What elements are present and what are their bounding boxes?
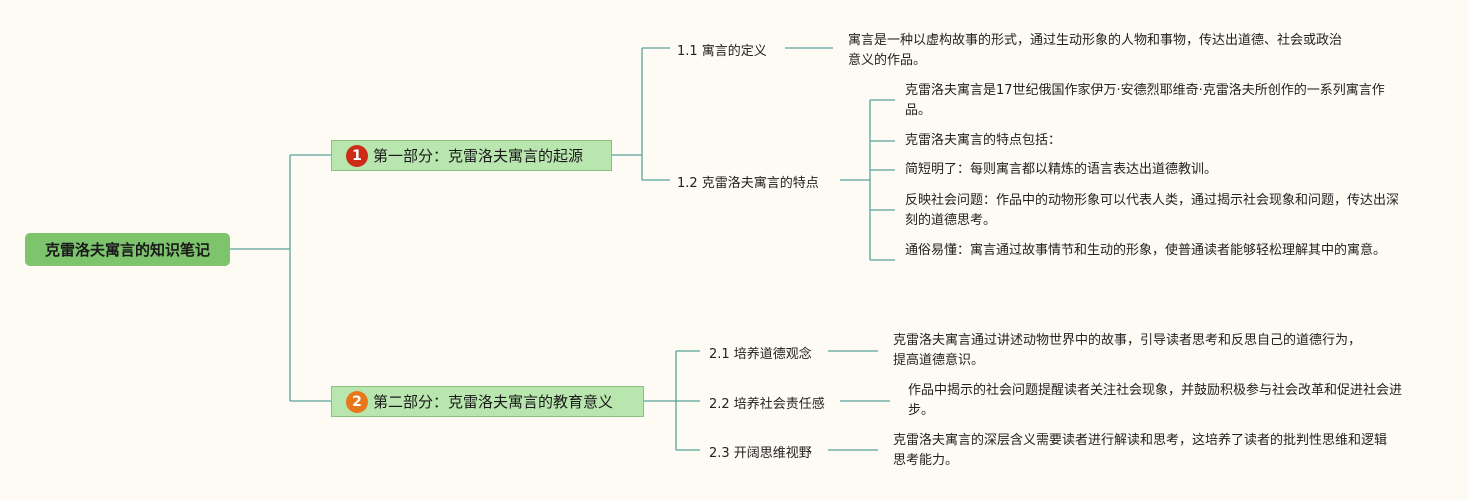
note-thinking-text: 克雷洛夫寓言的深层含义需要读者进行解读和思考，这培养了读者的批判性思维和逻辑思考… [893, 433, 1388, 468]
subtopic-1-2[interactable]: 1.2 克雷洛夫寓言的特点 [677, 172, 819, 191]
note-feature-social[interactable]: 反映社会问题：作品中的动物形象可以代表人类，通过揭示社会现象和问题，传达出深刻的… [905, 191, 1400, 231]
note-features-intro[interactable]: 克雷洛夫寓言的特点包括： [905, 131, 1205, 151]
subtopic-2-1[interactable]: 2.1 培养道德观念 [709, 343, 812, 362]
note-responsibility[interactable]: 作品中揭示的社会问题提醒读者关注社会现象，并鼓励积极参与社会改革和促进社会进步。 [908, 381, 1403, 421]
subtopic-2-1-label: 2.1 培养道德观念 [709, 347, 812, 362]
note-feature-concise-text: 简短明了：每则寓言都以精炼的语言表达出道德教训。 [905, 162, 1218, 177]
note-feature-accessible-text: 通俗易懂：寓言通过故事情节和生动的形象，使普通读者能够轻松理解其中的寓意。 [905, 243, 1387, 258]
section-1-node[interactable]: 1 第一部分：克雷洛夫寓言的起源 [331, 140, 612, 171]
note-feature-social-text: 反映社会问题：作品中的动物形象可以代表人类，通过揭示社会现象和问题，传达出深刻的… [905, 193, 1400, 228]
note-origin-text: 克雷洛夫寓言是17世纪俄国作家伊万·安德烈耶维奇·克雷洛夫所创作的一系列寓言作品… [905, 83, 1385, 118]
section-2-number-badge: 2 [346, 390, 368, 413]
root-topic[interactable]: 克雷洛夫寓言的知识笔记 [25, 233, 230, 266]
note-feature-concise[interactable]: 简短明了：每则寓言都以精炼的语言表达出道德教训。 [905, 160, 1345, 180]
subtopic-1-1[interactable]: 1.1 寓言的定义 [677, 40, 767, 59]
subtopic-2-3[interactable]: 2.3 开阔思维视野 [709, 442, 812, 461]
root-topic-label: 克雷洛夫寓言的知识笔记 [44, 241, 210, 259]
note-definition-text: 寓言是一种以虚构故事的形式，通过生动形象的人物和事物，传达出道德、社会或政治意义… [848, 33, 1343, 68]
note-thinking[interactable]: 克雷洛夫寓言的深层含义需要读者进行解读和思考，这培养了读者的批判性思维和逻辑思考… [893, 431, 1393, 471]
section-1-number-badge: 1 [346, 144, 368, 167]
note-origin[interactable]: 克雷洛夫寓言是17世纪俄国作家伊万·安德烈耶维奇·克雷洛夫所创作的一系列寓言作品… [905, 81, 1405, 121]
subtopic-2-3-label: 2.3 开阔思维视野 [709, 446, 812, 461]
note-responsibility-text: 作品中揭示的社会问题提醒读者关注社会现象，并鼓励积极参与社会改革和促进社会进步。 [908, 383, 1403, 418]
subtopic-1-2-label: 1.2 克雷洛夫寓言的特点 [677, 176, 819, 191]
subtopic-2-2-label: 2.2 培养社会责任感 [709, 397, 825, 412]
note-features-intro-text: 克雷洛夫寓言的特点包括： [905, 133, 1062, 148]
note-moral-text: 克雷洛夫寓言通过讲述动物世界中的故事，引导读者思考和反思自己的道德行为，提高道德… [893, 333, 1362, 368]
section-1-label: 第一部分：克雷洛夫寓言的起源 [373, 147, 584, 165]
note-feature-accessible[interactable]: 通俗易懂：寓言通过故事情节和生动的形象，使普通读者能够轻松理解其中的寓意。 [905, 241, 1400, 261]
section-2-label: 第二部分：克雷洛夫寓言的教育意义 [373, 393, 614, 411]
section-2-node[interactable]: 2 第二部分：克雷洛夫寓言的教育意义 [331, 386, 644, 417]
note-definition[interactable]: 寓言是一种以虚构故事的形式，通过生动形象的人物和事物，传达出道德、社会或政治意义… [848, 31, 1343, 71]
note-moral[interactable]: 克雷洛夫寓言通过讲述动物世界中的故事，引导读者思考和反思自己的道德行为，提高道德… [893, 331, 1373, 371]
subtopic-2-2[interactable]: 2.2 培养社会责任感 [709, 393, 825, 412]
subtopic-1-1-label: 1.1 寓言的定义 [677, 44, 767, 59]
